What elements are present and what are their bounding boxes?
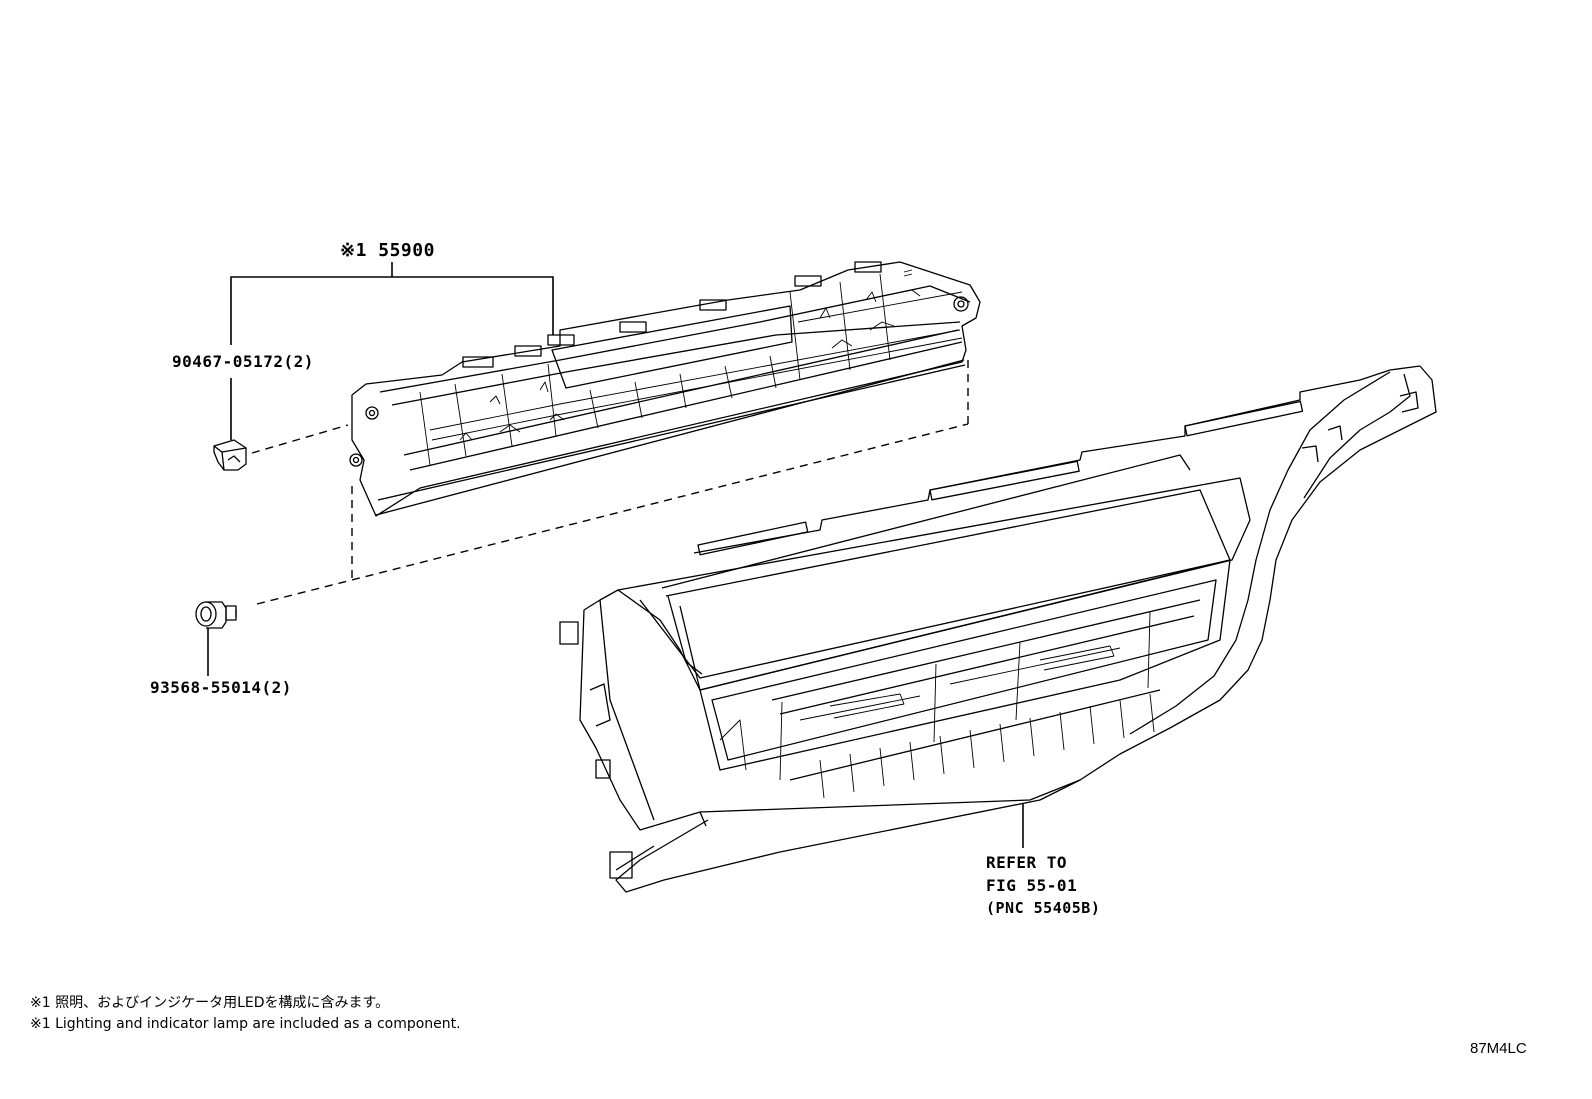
refer-to-label: REFER TO [986, 853, 1068, 872]
panel-bracket-55405B [559, 365, 1437, 893]
nut-part-number: 93568-55014(2) [150, 678, 292, 697]
footnote-japanese: ※1 照明、およびインジケータ用LEDを構成に含みます。 [30, 995, 390, 1011]
footnote-english: ※1 Lighting and indicator lamp are inclu… [30, 1016, 461, 1032]
illustration-code: 87M4LC [1470, 1040, 1527, 1057]
clip-part-number: 90467-05172(2) [172, 352, 314, 371]
nut-93568-55014 [195, 601, 237, 629]
panel-part-number: ※1 55900 [340, 240, 435, 261]
clip-90467-05172 [213, 439, 247, 471]
refer-fig-label: FIG 55-01 [986, 876, 1078, 895]
leader-lines [207, 262, 1024, 848]
refer-pnc-label: (PNC 55405B) [986, 899, 1101, 917]
control-panel-55900 [349, 261, 981, 517]
